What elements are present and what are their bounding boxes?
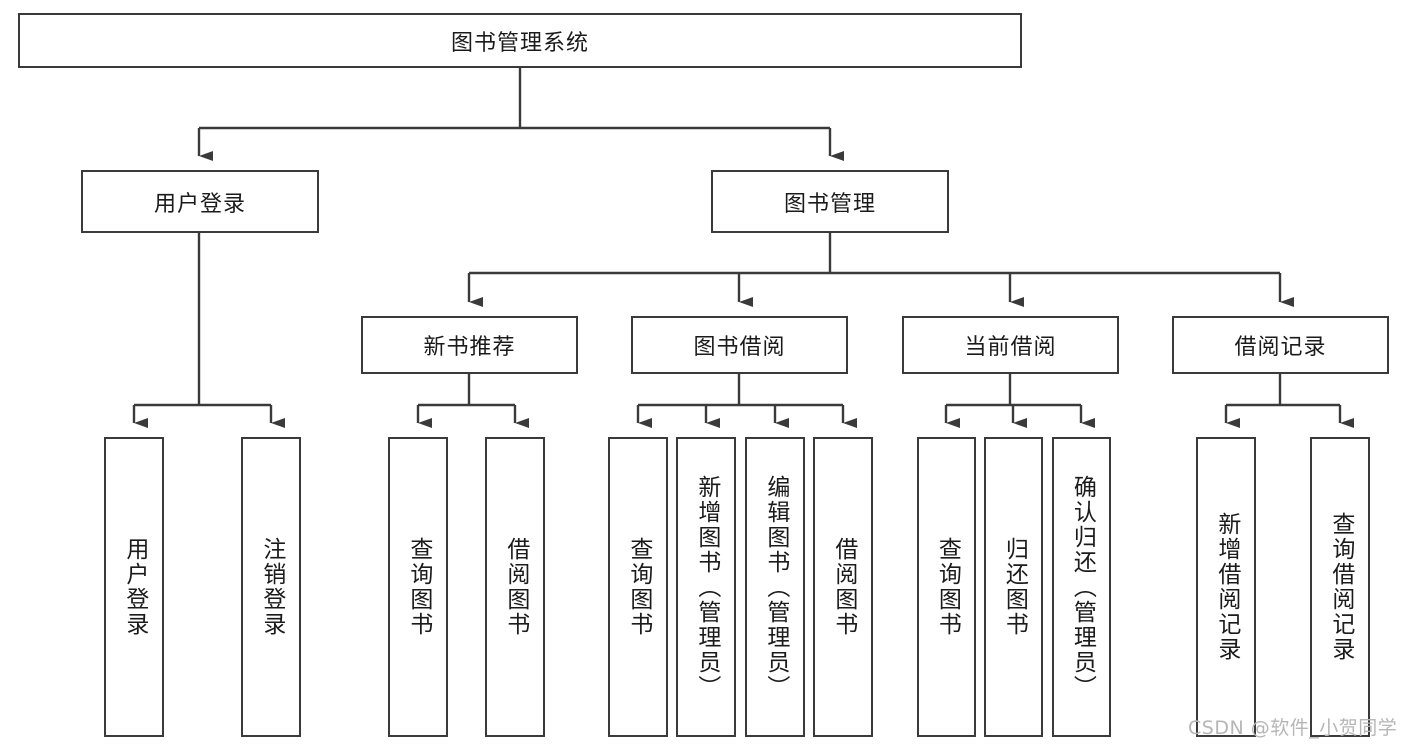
node-book-management[interactable]: 图书管理 <box>711 170 949 233</box>
leaf-edit-book-admin[interactable]: 编辑图书（管理员） <box>745 437 805 737</box>
node-label: 用户登录 <box>153 191 246 217</box>
node-label: 新书推荐 <box>423 335 516 360</box>
node-label: 编辑图书（管理员） <box>762 474 789 700</box>
node-book-borrow[interactable]: 图书借阅 <box>631 316 848 374</box>
leaf-query-book[interactable]: 查询图书 <box>608 437 668 737</box>
node-label: 归还图书 <box>1001 537 1028 637</box>
watermark-text: CSDN @软件_小贺同学 <box>1188 717 1398 739</box>
leaf-add-book-admin[interactable]: 新增图书（管理员） <box>676 437 736 737</box>
leaf-query-borrow-record[interactable]: 查询借阅记录 <box>1310 437 1370 737</box>
node-label: 新增图书（管理员） <box>693 474 720 700</box>
leaf-add-borrow-record[interactable]: 新增借阅记录 <box>1196 437 1256 737</box>
leaf-borrow-book[interactable]: 借阅图书 <box>813 437 873 737</box>
leaf-borrow-book-recommend[interactable]: 借阅图书 <box>485 437 545 737</box>
leaf-return-book[interactable]: 归还图书 <box>984 437 1043 737</box>
node-borrow-record[interactable]: 借阅记录 <box>1172 316 1389 374</box>
leaf-logout[interactable]: 注销登录 <box>241 437 301 737</box>
node-label: 借阅记录 <box>1234 335 1327 360</box>
leaf-confirm-return-admin[interactable]: 确认归还（管理员） <box>1052 437 1111 737</box>
leaf-query-book-recommend[interactable]: 查询图书 <box>388 437 448 737</box>
leaf-query-book-current[interactable]: 查询图书 <box>917 437 976 737</box>
node-label: 查询图书 <box>934 537 961 637</box>
node-label: 新增借阅记录 <box>1213 512 1240 662</box>
node-label: 查询图书 <box>405 537 432 637</box>
node-new-book-recommend[interactable]: 新书推荐 <box>361 316 578 374</box>
node-label: 查询借阅记录 <box>1327 512 1354 662</box>
node-label: 用户登录 <box>121 537 148 637</box>
node-current-borrow[interactable]: 当前借阅 <box>902 316 1119 374</box>
node-label: 查询图书 <box>625 537 652 637</box>
node-label: 借阅图书 <box>502 537 529 637</box>
node-label: 借阅图书 <box>830 537 857 637</box>
node-label: 当前借阅 <box>964 335 1057 360</box>
node-label: 图书借阅 <box>693 335 786 360</box>
node-label: 图书管理系统 <box>450 30 589 56</box>
node-label: 确认归还（管理员） <box>1069 474 1096 700</box>
node-label: 图书管理 <box>783 191 876 217</box>
node-root-system[interactable]: 图书管理系统 <box>18 13 1022 68</box>
node-user-login[interactable]: 用户登录 <box>81 170 319 233</box>
node-label: 注销登录 <box>258 537 285 637</box>
leaf-user-login[interactable]: 用户登录 <box>104 437 164 737</box>
